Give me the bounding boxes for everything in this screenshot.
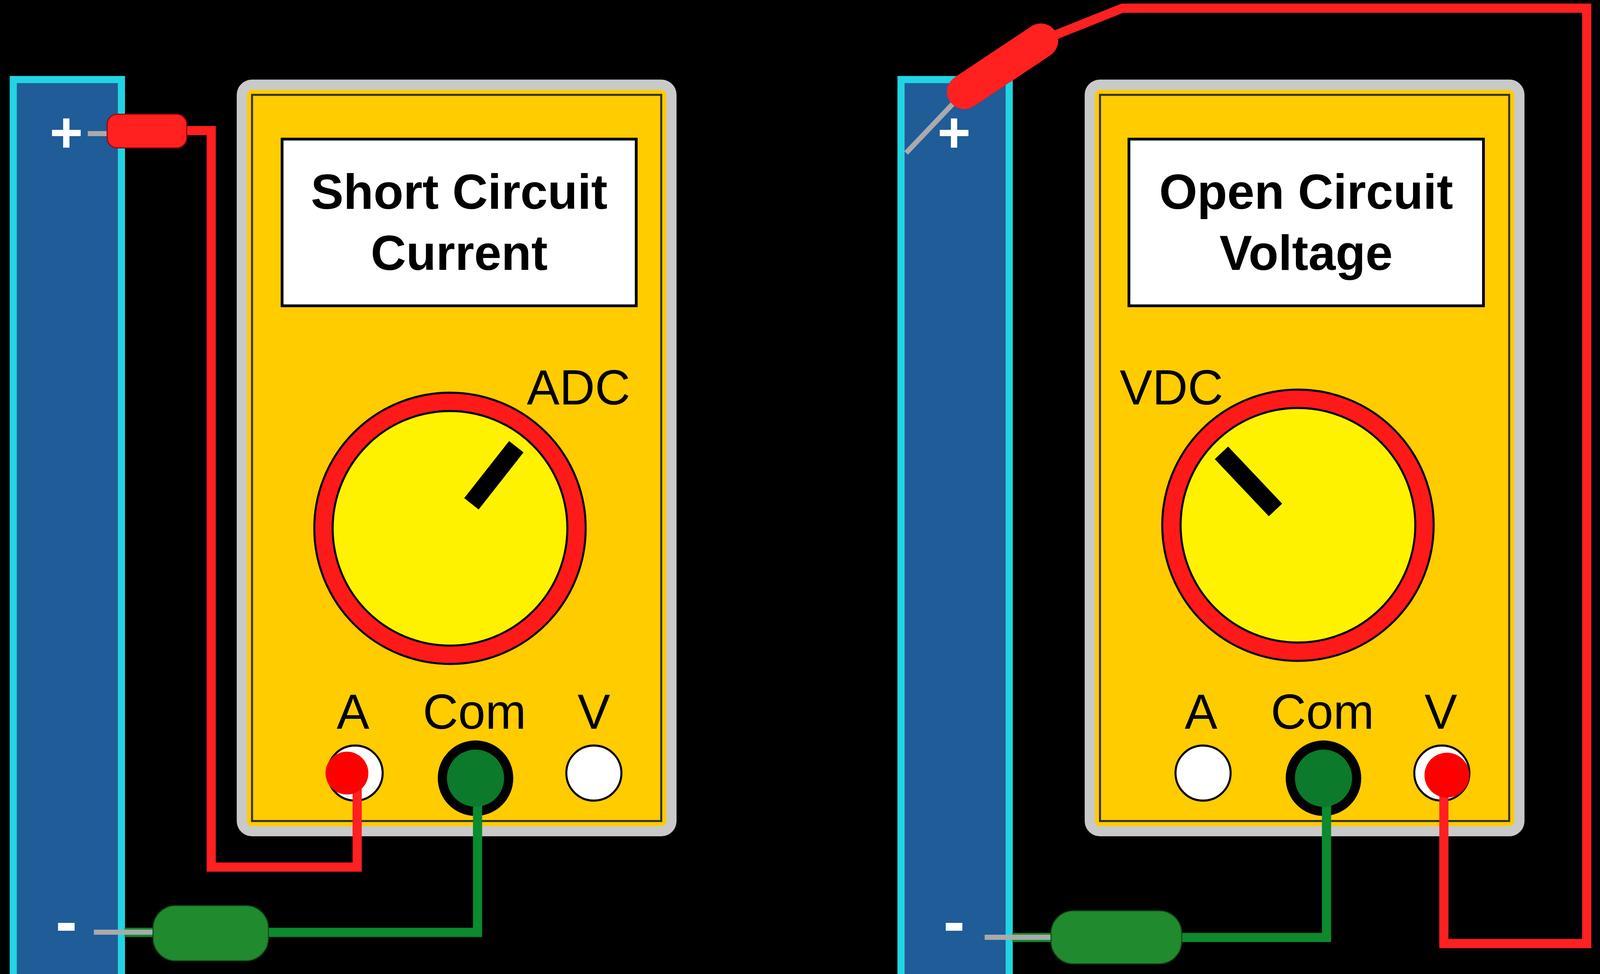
jack-plug	[1424, 752, 1470, 798]
probe-pin	[984, 934, 1053, 941]
solar-panel: +-	[10, 76, 125, 974]
meter-label: Open Circuit Voltage	[1140, 161, 1472, 284]
jack-plug	[447, 749, 505, 808]
dial-pointer	[471, 446, 517, 504]
jack	[1414, 745, 1470, 801]
multimeter: ADC A Com V Short Circuit Current	[236, 79, 677, 837]
dial-knob	[332, 411, 568, 646]
jack	[1175, 745, 1231, 801]
jack	[1285, 740, 1361, 817]
dial-setting: VDC	[1119, 363, 1223, 413]
multimeter-body	[241, 84, 672, 832]
jack-plug	[325, 751, 369, 795]
jack	[566, 745, 622, 801]
jack-label: A	[1184, 687, 1218, 737]
jack-label: Com	[422, 687, 527, 737]
test-lead-wire	[1012, 8, 1587, 945]
terminal-sign: +	[49, 104, 83, 162]
probe-plug	[107, 114, 187, 149]
jack-label: Com	[1270, 687, 1375, 737]
probe-plug	[153, 906, 269, 962]
dial-ring	[1162, 389, 1434, 662]
solar-panel: +-	[898, 76, 1013, 974]
dial-ring	[314, 392, 587, 665]
jack	[437, 740, 514, 817]
multimeter-inner-line	[252, 94, 662, 822]
terminal-sign: -	[55, 888, 78, 955]
dial-pointer	[1221, 453, 1276, 511]
probe-pin	[93, 929, 155, 935]
meter-label-box: Open Circuit Voltage	[1127, 137, 1485, 308]
terminal-sign: -	[943, 888, 966, 955]
dial-setting: ADC	[526, 363, 631, 413]
multimeter-inner-line	[1100, 94, 1510, 822]
solar-panel	[900, 79, 1009, 974]
jack-label: V	[577, 687, 611, 737]
probe-plug	[964, 40, 1041, 92]
multimeter-body	[1089, 84, 1520, 832]
solar-panel	[13, 79, 122, 974]
meter-label: Short Circuit Current	[293, 161, 625, 284]
jack-label: V	[1424, 687, 1458, 737]
jack-plug	[1295, 749, 1353, 808]
dial-knob	[1180, 408, 1416, 643]
terminal-sign: +	[937, 104, 971, 162]
multimeter: VDC A Com V Open Circuit Voltage	[1084, 79, 1525, 837]
jack-label: A	[336, 687, 370, 737]
meter-label-box: Short Circuit Current	[280, 137, 639, 308]
probe-plug	[1050, 911, 1182, 965]
